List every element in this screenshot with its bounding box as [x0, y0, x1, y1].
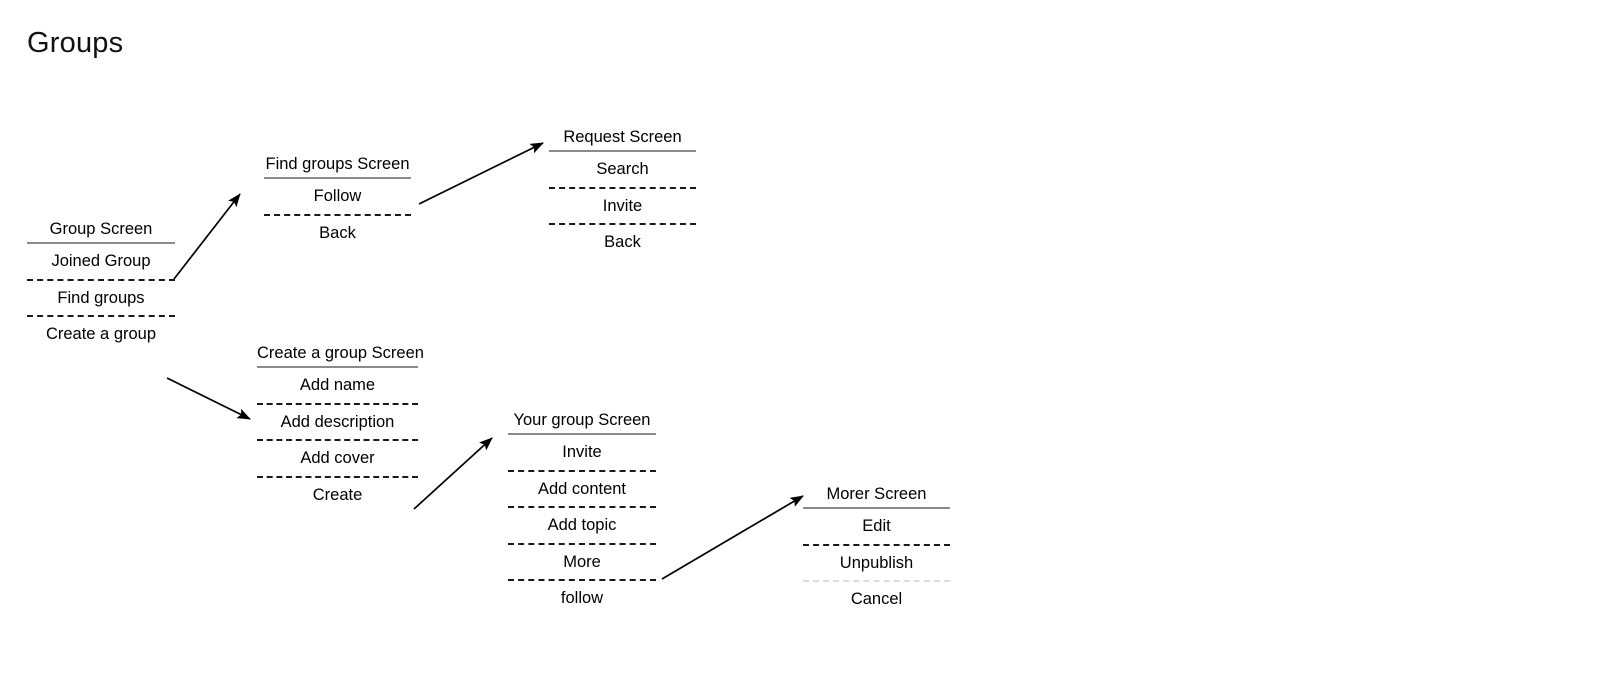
screen-rows-morer-screen: Edit Unpublish Cancel: [803, 509, 950, 617]
menu-item-add-content[interactable]: Add content: [508, 472, 656, 508]
screen-header-find-groups-screen: Find groups Screen: [264, 155, 411, 179]
menu-item-more[interactable]: More: [508, 545, 656, 581]
menu-item-follow[interactable]: Follow: [264, 179, 411, 216]
menu-item-add-cover[interactable]: Add cover: [257, 441, 418, 478]
screen-card-find-groups-screen: Find groups Screen Follow Back: [264, 155, 411, 250]
connector-group-to-find-groups: [173, 193, 241, 280]
connector-more-to-morer: [661, 495, 804, 580]
screen-card-morer-screen: Morer Screen Edit Unpublish Cancel: [803, 485, 950, 617]
screen-header-morer-screen: Morer Screen: [803, 485, 950, 509]
menu-item-add-topic[interactable]: Add topic: [508, 508, 656, 545]
screen-card-request-screen: Request Screen Search Invite Back: [549, 128, 696, 260]
screen-rows-your-group-screen: Invite Add content Add topic More follow: [508, 435, 656, 616]
menu-item-unpublish[interactable]: Unpublish: [803, 546, 950, 582]
screen-header-create-a-group-screen: Create a group Screen: [257, 344, 424, 368]
menu-item-joined-group[interactable]: Joined Group: [27, 244, 175, 281]
screen-header-request-screen: Request Screen: [549, 128, 696, 152]
screen-card-your-group-screen: Your group Screen Invite Add content Add…: [508, 411, 656, 616]
screen-card-group-screen: Group Screen Joined Group Find groups Cr…: [27, 220, 175, 352]
screen-header-group-screen: Group Screen: [27, 220, 175, 244]
page-title: Groups: [27, 27, 124, 59]
menu-item-add-description[interactable]: Add description: [257, 405, 418, 441]
menu-item-follow[interactable]: follow: [560, 589, 604, 607]
menu-item-invite[interactable]: Invite: [549, 189, 696, 225]
screen-card-create-a-group-screen: Create a group Screen Add name Add descr…: [257, 344, 424, 512]
connector-follow-to-request: [418, 142, 544, 205]
menu-item-create-a-group[interactable]: Create a group: [45, 325, 157, 343]
connector-create-to-your-group: [413, 437, 493, 510]
menu-item-find-groups[interactable]: Find groups: [27, 281, 175, 317]
screen-rows-request-screen: Search Invite Back: [549, 152, 696, 260]
menu-item-back[interactable]: Back: [604, 233, 641, 251]
screen-rows-create-a-group-screen: Add name Add description Add cover Creat…: [257, 368, 418, 512]
menu-item-search[interactable]: Search: [549, 152, 696, 189]
menu-item-back[interactable]: Back: [319, 223, 356, 242]
screen-rows-find-groups-screen: Follow Back: [264, 179, 411, 250]
connector-group-to-create-a-group: [166, 377, 251, 420]
menu-item-add-name[interactable]: Add name: [257, 368, 418, 405]
screen-header-your-group-screen: Your group Screen: [508, 411, 656, 435]
screen-rows-group-screen: Joined Group Find groups Create a group: [27, 244, 175, 352]
menu-item-cancel[interactable]: Cancel: [850, 590, 903, 608]
menu-item-create[interactable]: Create: [312, 485, 363, 504]
menu-item-invite[interactable]: Invite: [508, 435, 656, 472]
menu-item-edit[interactable]: Edit: [803, 509, 950, 546]
